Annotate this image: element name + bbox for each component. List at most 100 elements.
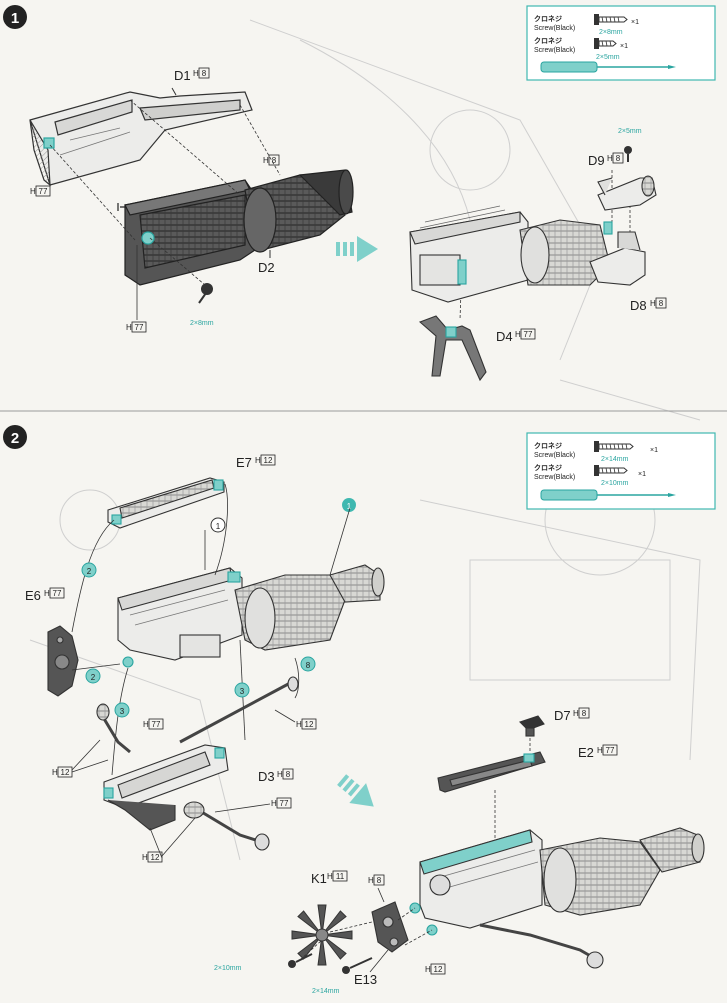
label-hn: 8 [202, 69, 207, 78]
marker-circle [85, 668, 101, 684]
engine-assembly-stage2 [117, 564, 385, 668]
marker-circle [114, 702, 130, 718]
number-box [148, 718, 164, 730]
screw-en-label: Screw(Black) [534, 25, 575, 32]
screw-icon [594, 465, 628, 476]
part-d3-oil-pan [103, 744, 229, 831]
marker-circle [234, 682, 250, 698]
label-h: H [515, 330, 521, 339]
number-box [35, 185, 51, 197]
screw-icon [594, 38, 617, 49]
label-hn: 8 [286, 770, 291, 779]
assembled-engine-stage1 [409, 205, 613, 303]
label-hn: 77 [524, 330, 533, 339]
label-h: H [296, 720, 302, 729]
screw-jp-label: クロネジ [534, 36, 562, 45]
screw-jp-label: クロネジ [534, 14, 562, 23]
leader-line [71, 739, 109, 773]
step-2: 2 クロネジ Screw(Black) 2×14mm ×1 クロネジ Screw… [3, 425, 716, 995]
screw-2x14-icon [342, 957, 373, 974]
label-hn: 12 [61, 768, 70, 777]
number-box [578, 707, 590, 719]
step-1-badge [3, 5, 27, 29]
label-hn: 77 [152, 720, 161, 729]
label-d1: D1 [174, 68, 191, 83]
label-screw-2x5: 2×5mm [618, 128, 642, 135]
step-1-screw-box: クロネジ Screw(Black) 2×8mm ×1 クロネジ Screw(Bl… [526, 5, 716, 81]
label-h: H [650, 299, 656, 308]
step-1: 1 クロネジ Screw(Black) 2×8mm ×1 クロネジ Screw(… [3, 5, 716, 382]
screw-icon [594, 441, 634, 452]
screw-size-label: 2×10mm [601, 480, 629, 487]
label-hn: 77 [53, 589, 62, 598]
label-h: H [368, 876, 374, 885]
engine-assembly-final [409, 827, 705, 969]
marker-number: 3 [240, 687, 245, 696]
marker-circle [81, 562, 97, 578]
number-box [520, 328, 536, 340]
label-screw-2x10: 2×10mm [214, 965, 242, 972]
number-box [260, 454, 276, 466]
screw-2x10-icon [288, 953, 313, 968]
step-2-number: 2 [11, 430, 19, 447]
number-box [276, 797, 292, 809]
part-k1-fan [291, 904, 353, 966]
label-h: H [30, 187, 36, 196]
label-hn: 8 [377, 876, 382, 885]
label-hn: 8 [616, 154, 621, 163]
part-e13-pulley [371, 901, 409, 953]
part-d9 [597, 175, 657, 211]
label-hn: 77 [606, 746, 615, 755]
step-2-screw-box: クロネジ Screw(Black) 2×14mm ×1 クロネジ Screw(B… [526, 432, 716, 510]
part-e7-manifold [107, 477, 225, 529]
marker-number: 1 [347, 502, 352, 511]
screw-2x8-icon [198, 283, 213, 304]
label-h: H [607, 154, 613, 163]
number-box [332, 870, 348, 882]
screw-qty-label: ×1 [620, 43, 628, 50]
leader-line [171, 87, 177, 96]
marker-circle [300, 656, 316, 672]
label-hn: 77 [135, 323, 144, 332]
leader-line [149, 817, 196, 859]
screw-size-label: 2×14mm [601, 456, 629, 463]
label-h: H [44, 589, 50, 598]
label-e2: E2 [578, 745, 594, 760]
screw-size-label: 2×8mm [599, 29, 623, 36]
label-h: H [573, 709, 579, 718]
marker-number: 1 [216, 522, 221, 531]
number-box [373, 874, 385, 886]
screw-size-label: 2×5mm [596, 54, 620, 61]
marker-circle [210, 517, 226, 533]
label-h: H [143, 720, 149, 729]
screwdriver-icon [540, 61, 676, 73]
label-hn: 77 [280, 799, 289, 808]
leader-line [214, 803, 271, 813]
number-box [301, 718, 317, 730]
step-2-badge [3, 425, 27, 449]
part-d1-cover [29, 91, 253, 187]
label-d9: D9 [588, 153, 605, 168]
screw-icon [594, 14, 628, 25]
ghost-bleedthrough [29, 19, 701, 861]
label-d4: D4 [496, 329, 513, 344]
number-box [612, 152, 624, 164]
part-d2-engine-dark [117, 169, 354, 286]
screw-qty-label: ×1 [638, 471, 646, 478]
step-1-number: 1 [11, 10, 19, 27]
marker-circle [342, 498, 356, 512]
marker-number: 2 [91, 673, 96, 682]
screw-qty-label: ×1 [631, 19, 639, 26]
label-hn: 77 [39, 187, 48, 196]
label-screw-2x8: 2×8mm [190, 320, 214, 327]
label-hn: 12 [151, 853, 160, 862]
screw-jp-label: クロネジ [534, 463, 562, 472]
part-d8 [589, 231, 646, 286]
marker-number: 2 [87, 567, 92, 576]
screwdriver-icon [540, 489, 676, 501]
assembly-guides [299, 907, 433, 961]
label-hn: 12 [264, 456, 273, 465]
label-h: H [425, 965, 431, 974]
